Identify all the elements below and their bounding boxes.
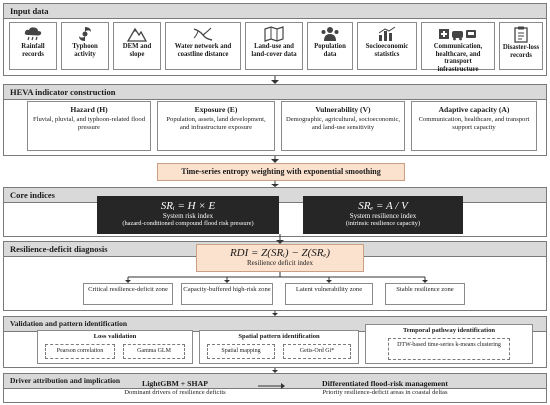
arrow-weighting-to-core bbox=[271, 181, 279, 187]
getis-ord-label: Getis-Ord Gi* bbox=[299, 348, 335, 354]
management-title: Differentiated flood-risk management bbox=[322, 379, 448, 388]
mountain-icon bbox=[127, 27, 147, 42]
gamma-glm-box: Gamma GLM bbox=[123, 344, 185, 359]
typhoon-icon bbox=[79, 27, 91, 41]
pearson-label: Pearson correlation bbox=[56, 348, 104, 354]
input-card-rainfall: Rainfall records bbox=[9, 22, 57, 70]
input-label-landuse: Land-use and land-cover data bbox=[251, 43, 297, 58]
heva-exposure-desc: Population, assets, land development, an… bbox=[166, 116, 266, 131]
temporal-pathway-title: Temporal pathway identification bbox=[402, 327, 496, 334]
driver-panel: Driver attribution and implication bbox=[3, 373, 547, 403]
sre-sub: (intrinsic resilience capacity) bbox=[345, 220, 421, 227]
input-card-infrastructure: Communication, healthcare, and transport… bbox=[421, 22, 495, 73]
rdi-box: RDI = Z(SRᵢ) − Z(SRₑ) Resilience deficit… bbox=[196, 244, 364, 272]
heva-panel: HEVA indicator construction bbox=[3, 84, 547, 156]
arrow-heva-to-weighting bbox=[271, 156, 279, 163]
heva-hazard-desc: Fluvial, pluvial, and typhoon-related fl… bbox=[32, 116, 146, 131]
clipboard-icon bbox=[514, 26, 528, 43]
zone-stable-label: Stable resilience zone bbox=[396, 286, 454, 293]
spatial-pattern-title: Spatial pattern identification bbox=[238, 333, 320, 340]
sre-name: System resilience index bbox=[349, 212, 417, 220]
zone-latent: Latent vulnerability zone bbox=[285, 283, 373, 305]
zone-capacity-buffered: Capacity-buffered high-risk zone bbox=[181, 283, 273, 305]
spatial-mapping-label: Spatial mapping bbox=[221, 348, 261, 354]
input-card-disaster-loss: Disaster-loss records bbox=[499, 22, 543, 70]
heva-vulnerability-desc: Demographic, agricultural, socioeconomic… bbox=[285, 116, 401, 131]
input-label-infrastructure: Communication, healthcare, and transport… bbox=[433, 43, 483, 73]
sre-box: SRₑ = A / V System resilience index (int… bbox=[303, 196, 463, 234]
zone-critical: Critical resilience-deficit zone bbox=[83, 283, 173, 305]
input-card-typhoon: Typhoon activity bbox=[61, 22, 109, 70]
input-card-landuse: Land-use and land-cover data bbox=[245, 22, 303, 70]
dtw-kmeans-label: DTW-based time-series k-means clustering bbox=[397, 342, 501, 348]
management-sub: Priority resilience-deficit areas in coa… bbox=[322, 389, 448, 396]
weighting-label: Time-series entropy weighting with expon… bbox=[181, 167, 381, 176]
sri-formula: SRᵢ = H × E bbox=[160, 200, 216, 212]
input-label-socioeconomic: Socioeconomic statistics bbox=[365, 43, 409, 58]
input-label-dem: DEM and slope bbox=[122, 43, 152, 58]
loss-validation-title: Loss validation bbox=[93, 333, 137, 340]
rdi-formula: RDI = Z(SRᵢ) − Z(SRₑ) bbox=[229, 247, 331, 259]
input-card-population: Population data bbox=[307, 22, 353, 70]
heva-vulnerability-title: Vulnerability (V) bbox=[315, 105, 371, 114]
sre-formula: SRₑ = A / V bbox=[358, 200, 408, 212]
zone-capacity-buffered-label: Capacity-buffered high-risk zone bbox=[183, 286, 271, 293]
water-network-icon bbox=[193, 27, 213, 41]
rdi-name: Resilience deficit index bbox=[246, 259, 314, 267]
input-card-water: Water network and coastline distance bbox=[165, 22, 241, 70]
input-data-header: Input data bbox=[4, 4, 546, 19]
sri-name: System risk index bbox=[162, 212, 214, 220]
zone-critical-label: Critical resilience-deficit zone bbox=[88, 286, 168, 293]
getis-ord-box: Getis-Ord Gi* bbox=[283, 344, 351, 359]
input-label-rainfall: Rainfall records bbox=[21, 43, 45, 58]
input-label-water: Water network and coastline distance bbox=[174, 43, 232, 58]
heva-box-vulnerability: Vulnerability (V) Demographic, agricultu… bbox=[281, 101, 405, 151]
input-card-socioeconomic: Socioeconomic statistics bbox=[357, 22, 417, 70]
sri-box: SRᵢ = H × E System risk index (hazard-co… bbox=[97, 196, 279, 234]
gamma-glm-label: Gamma GLM bbox=[137, 348, 171, 354]
bar-chart-icon bbox=[378, 26, 396, 41]
heva-box-adaptive: Adaptive capacity (A) Communication, hea… bbox=[411, 101, 537, 151]
lightgbm-block: LightGBM + SHAP Dominant drivers of resi… bbox=[95, 379, 255, 401]
management-block: Differentiated flood-risk management Pri… bbox=[285, 379, 485, 401]
zone-stable: Stable resilience zone bbox=[385, 283, 465, 305]
input-data-panel: Input data bbox=[3, 3, 547, 76]
heva-header: HEVA indicator construction bbox=[4, 85, 546, 100]
heva-adaptive-title: Adaptive capacity (A) bbox=[438, 105, 510, 114]
lightgbm-sub: Dominant drivers of resilience deficits bbox=[124, 389, 226, 396]
weighting-box: Time-series entropy weighting with expon… bbox=[157, 163, 405, 181]
sri-sub: (hazard-conditioned compound flood risk … bbox=[122, 220, 254, 227]
arrow-rdi-to-validation bbox=[272, 311, 278, 316]
heva-box-hazard: Hazard (H) Fluvial, pluvial, and typhoon… bbox=[27, 101, 151, 151]
arrow-validation-to-driver bbox=[272, 368, 278, 373]
driver-header: Driver attribution and implication bbox=[4, 374, 546, 389]
input-label-disaster-loss: Disaster-loss records bbox=[502, 44, 540, 59]
dtw-kmeans-box: DTW-based time-series k-means clustering bbox=[388, 338, 510, 360]
input-label-typhoon: Typhoon activity bbox=[72, 43, 98, 58]
arrow-core-to-rdi bbox=[276, 234, 284, 244]
spatial-mapping-box: Spatial mapping bbox=[207, 344, 275, 359]
arrow-lightgbm-to-management bbox=[258, 383, 285, 389]
input-card-dem: DEM and slope bbox=[113, 22, 161, 70]
arrow-input-to-heva bbox=[271, 76, 279, 84]
land-use-map-icon bbox=[264, 26, 284, 42]
zone-latent-label: Latent vulnerability zone bbox=[295, 286, 363, 293]
lightgbm-title: LightGBM + SHAP bbox=[142, 379, 208, 388]
population-icon bbox=[321, 27, 339, 41]
input-label-population: Population data bbox=[314, 43, 346, 58]
rdi-branch-arrows bbox=[125, 272, 428, 283]
heva-exposure-title: Exposure (E) bbox=[194, 105, 238, 114]
pearson-box: Pearson correlation bbox=[45, 344, 115, 359]
heva-adaptive-desc: Communication, healthcare, and transport… bbox=[418, 116, 530, 131]
heva-hazard-title: Hazard (H) bbox=[70, 105, 108, 114]
rain-cloud-icon bbox=[24, 27, 42, 41]
infrastructure-icon bbox=[439, 29, 476, 41]
heva-box-exposure: Exposure (E) Population, assets, land de… bbox=[157, 101, 275, 151]
